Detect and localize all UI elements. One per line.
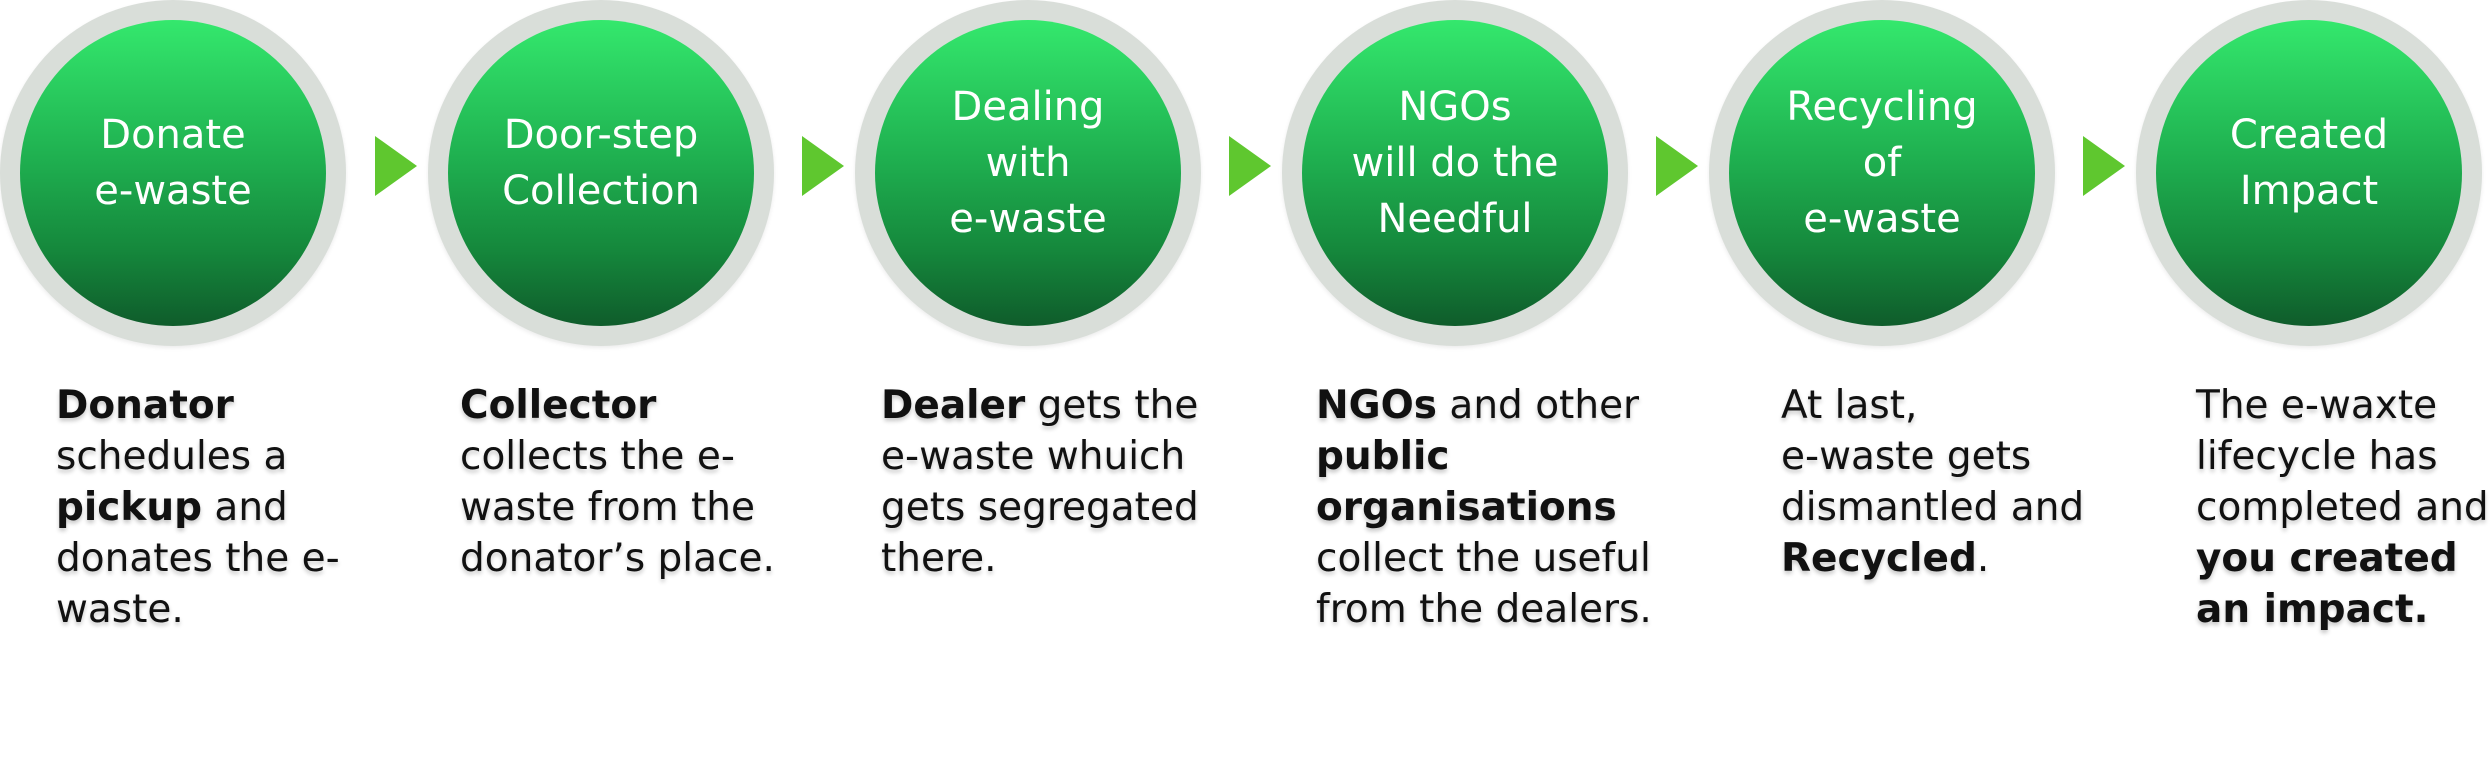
step-circle: Donate e-waste <box>20 20 326 326</box>
description-text: e-waste gets dismantled and <box>1781 434 2085 530</box>
description-text: . <box>1976 536 1990 581</box>
arrow-right-icon <box>802 136 844 196</box>
step-collection: Door-step Collection Collector collects t… <box>428 0 828 760</box>
description-text: and donates the e-waste. <box>56 485 340 632</box>
description-bold-text: you created an impact. <box>2196 536 2458 632</box>
description-text: gets the e-waste whuich gets segregated … <box>881 383 1199 581</box>
description-text: At last, <box>1781 383 1918 428</box>
step-circle-ring: Created Impact <box>2136 0 2482 346</box>
description-bold-text: pickup <box>56 485 203 530</box>
step-donate: Donate e-waste Donator schedules a pickup… <box>0 0 400 760</box>
step-impact: Created Impact The e-waxte lifecycle has… <box>2136 0 2492 760</box>
step-recycling: Recycling of e-waste At last, e-waste get… <box>1709 0 2109 760</box>
step-circle: Dealing with e-waste <box>875 20 1181 326</box>
description-text: collect the useful from the dealers. <box>1316 536 1652 632</box>
step-title: Dealing with e-waste <box>949 84 1107 242</box>
arrow-right-icon <box>1229 136 1271 196</box>
step-title: Donate e-waste <box>94 112 252 214</box>
step-title: Door-step Collection <box>502 112 700 214</box>
step-title: Recycling of e-waste <box>1786 84 1978 242</box>
step-circle-ring: Door-step Collection <box>428 0 774 346</box>
step-title: NGOs will do the Needful <box>1351 84 1559 242</box>
description-text: collects the e-waste from the donator’s … <box>460 434 775 581</box>
step-description: Collector collects the e-waste from the d… <box>460 380 800 584</box>
step-circle: Door-step Collection <box>448 20 754 326</box>
step-description: The e-waxte lifecycle has completed and … <box>2196 380 2492 635</box>
description-text: The e-waxte lifecycle has completed and <box>2196 383 2489 530</box>
description-bold-text: Collector <box>460 383 657 428</box>
description-text: and other <box>1437 383 1640 428</box>
step-description: Dealer gets the e-waste whuich gets segr… <box>881 380 1221 584</box>
step-circle-ring: Recycling of e-waste <box>1709 0 2055 346</box>
step-circle: Recycling of e-waste <box>1729 20 2035 326</box>
step-circle-ring: NGOs will do the Needful <box>1282 0 1628 346</box>
step-description: Donator schedules a pickup and donates th… <box>56 380 396 635</box>
description-bold-text: public organisations <box>1316 434 1617 530</box>
description-bold-text: Recycled <box>1781 536 1977 581</box>
arrow-right-icon <box>1656 136 1698 196</box>
step-circle-ring: Dealing with e-waste <box>855 0 1201 346</box>
step-description: NGOs and other public organisations coll… <box>1316 380 1656 635</box>
step-description: At last, e-waste gets dismantled and Recy… <box>1781 380 2121 584</box>
step-circle: NGOs will do the Needful <box>1302 20 1608 326</box>
arrow-right-icon <box>375 136 417 196</box>
step-ngos: NGOs will do the Needful NGOs and other … <box>1282 0 1682 760</box>
step-circle: Created Impact <box>2156 20 2462 326</box>
arrow-right-icon <box>2083 136 2125 196</box>
description-bold-text: Dealer <box>881 383 1026 428</box>
description-bold-text: Donator <box>56 383 234 428</box>
description-text: schedules a <box>56 434 288 479</box>
description-bold-text: NGOs <box>1316 383 1438 428</box>
step-circle-ring: Donate e-waste <box>0 0 346 346</box>
step-dealing: Dealing with e-waste Dealer gets the e-w… <box>855 0 1255 760</box>
step-title: Created Impact <box>2229 112 2389 214</box>
